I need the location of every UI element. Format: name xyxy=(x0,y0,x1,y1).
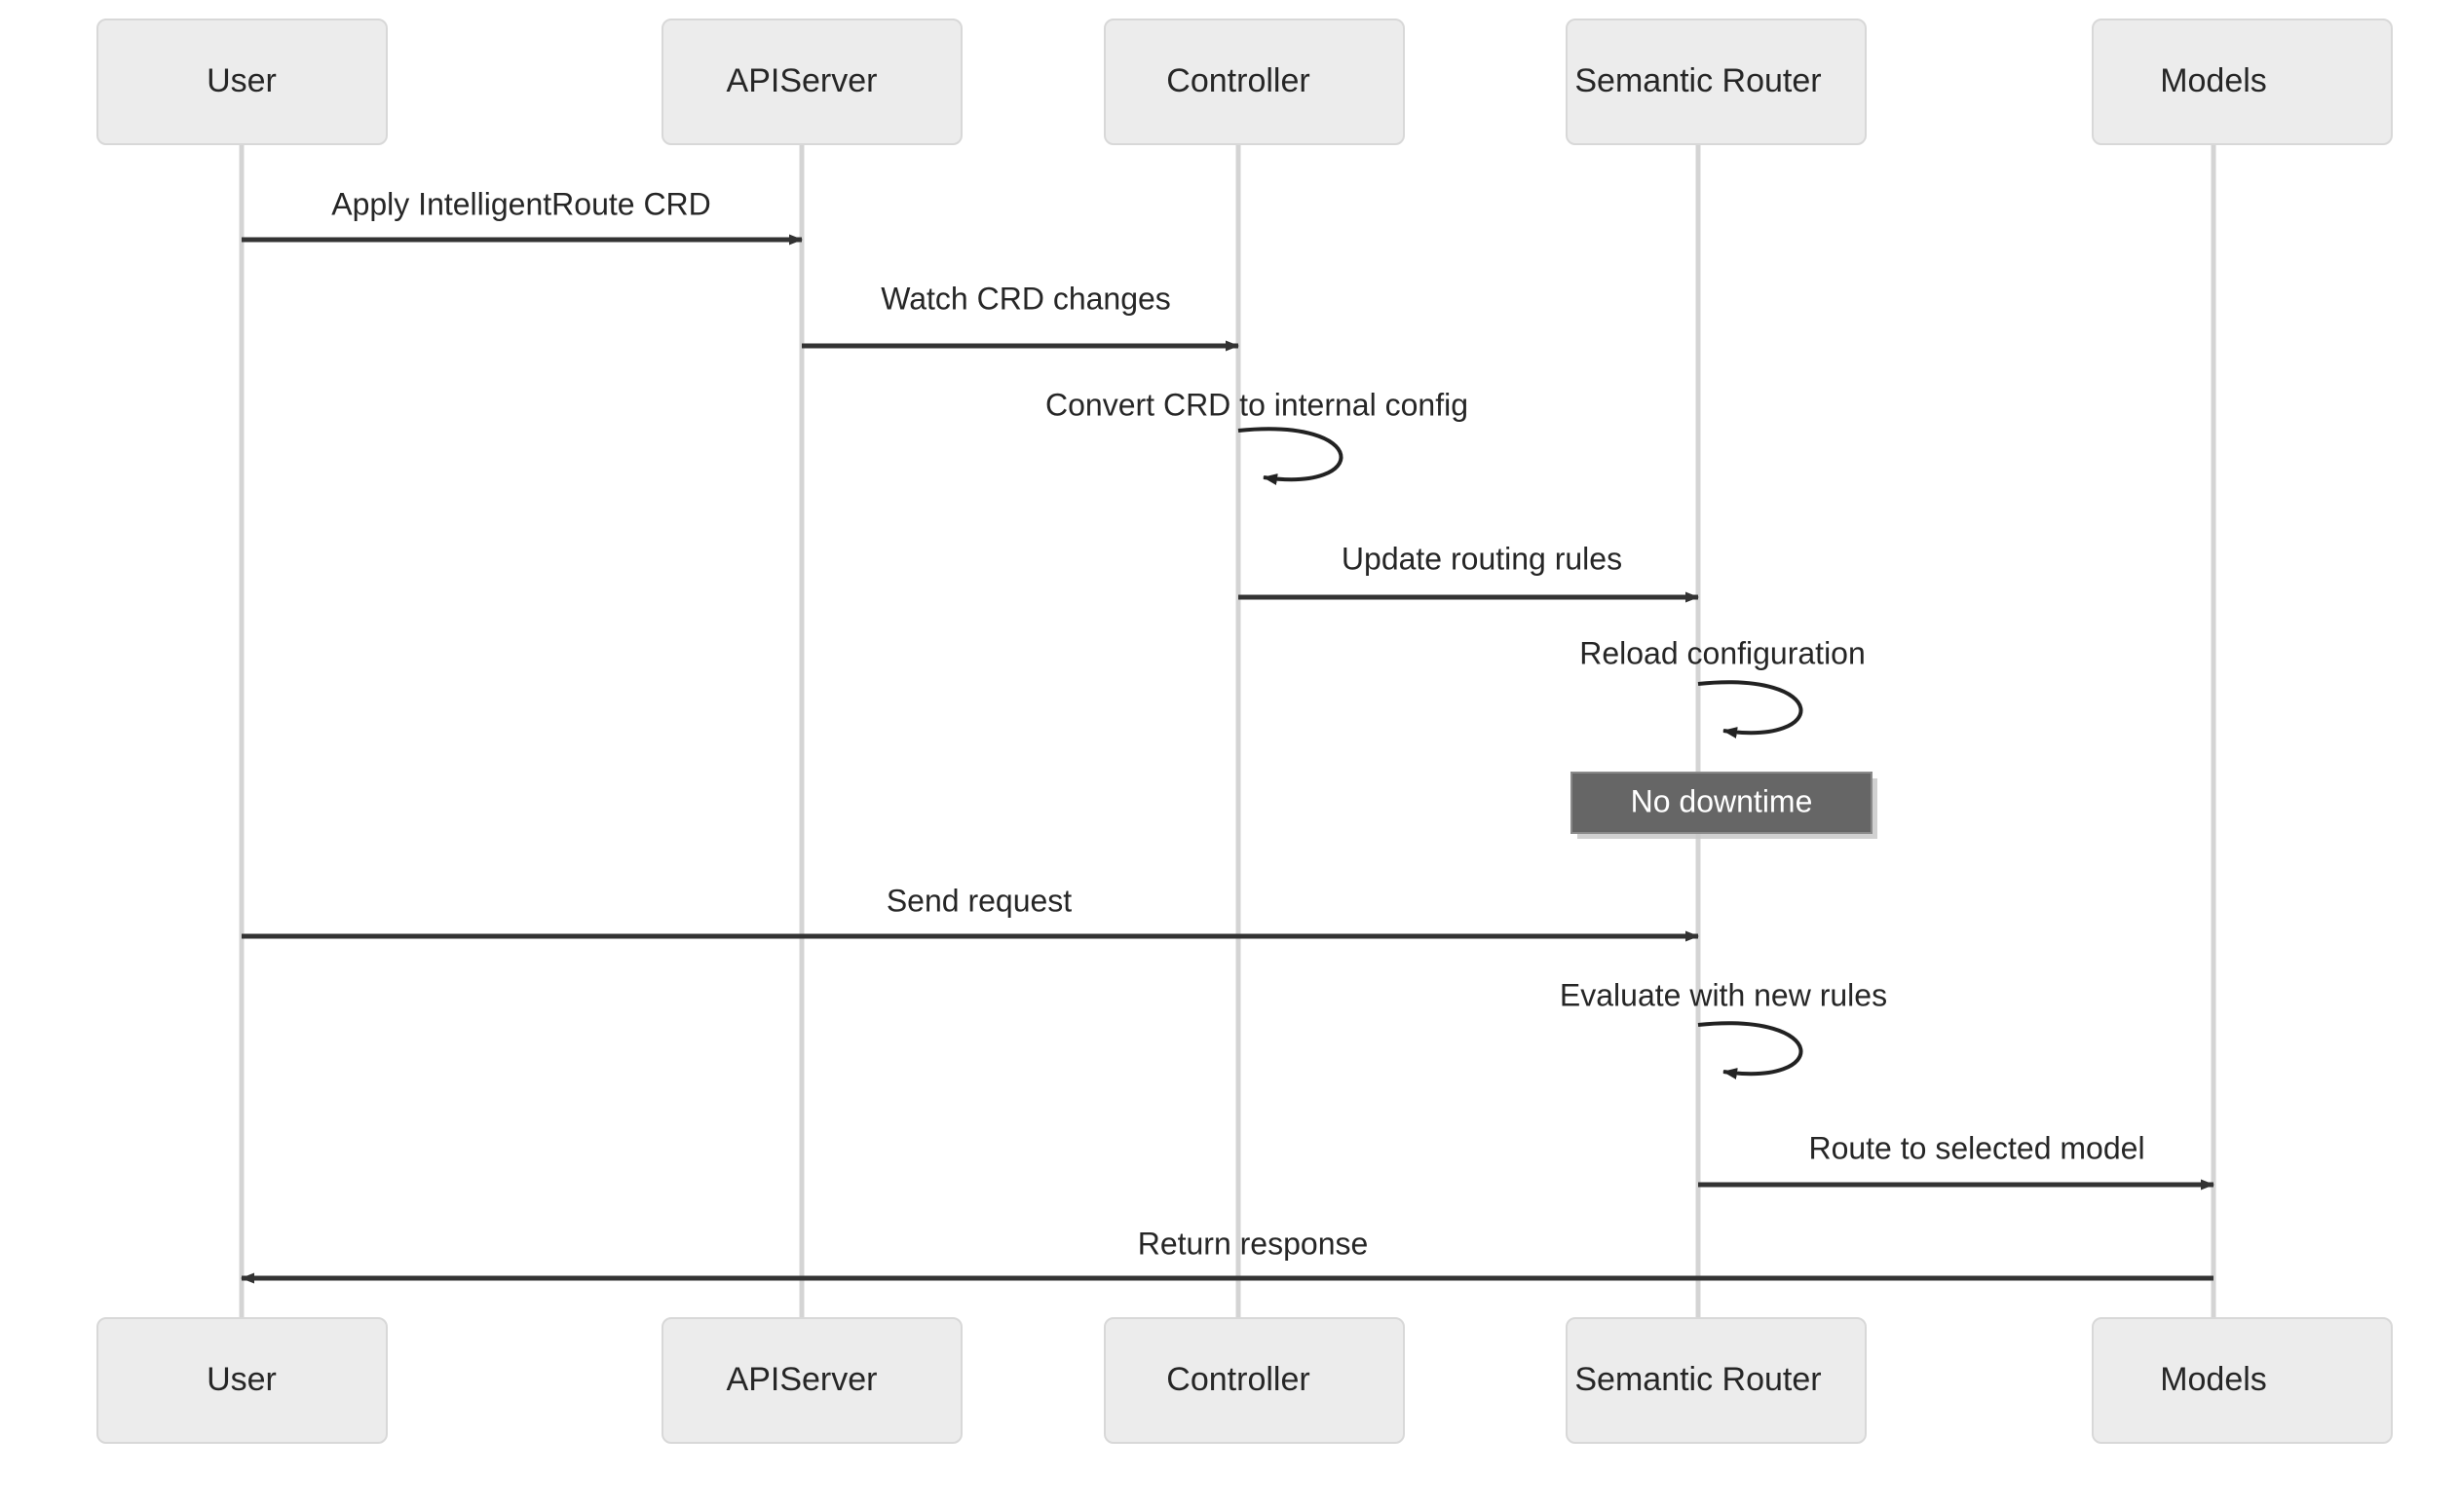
message-m1[interactable]: Apply IntelligentRoute CRD xyxy=(242,186,803,246)
message-label: Convert CRD to internal config xyxy=(1045,387,1468,422)
message-label: Apply IntelligentRoute CRD xyxy=(331,186,711,221)
participant-apiserver-top[interactable]: APIServer xyxy=(662,19,963,145)
message-m3[interactable]: Convert CRD to internal config xyxy=(1045,387,1468,485)
participant-models-bottom[interactable]: Models xyxy=(2092,1317,2393,1444)
participants-top-layer: User APIServer Controller Semantic Router Mo… xyxy=(96,19,2393,145)
message-m2[interactable]: Watch CRD changes xyxy=(802,281,1239,352)
notes-layer: No downtime xyxy=(1570,772,1877,839)
messages-layer: Apply IntelligentRoute CRD Watch CRD chan… xyxy=(241,186,2214,1284)
note-box xyxy=(1570,772,1873,834)
message-label: Route to selected model xyxy=(1808,1130,2144,1165)
note-n1[interactable]: No downtime xyxy=(1570,772,1877,839)
note-label: No downtime xyxy=(1631,783,1813,818)
message-label: Watch CRD changes xyxy=(881,281,1171,316)
message-m9[interactable]: Return response xyxy=(241,1226,2213,1284)
participant-box xyxy=(96,1317,388,1444)
participant-controller-top[interactable]: Controller xyxy=(1104,19,1405,145)
participant-label: Semantic Router xyxy=(1574,62,1821,99)
participant-router-top[interactable]: Semantic Router xyxy=(1566,19,1867,145)
participant-box xyxy=(662,19,963,145)
participant-user-bottom[interactable]: User xyxy=(96,1317,388,1444)
message-label: Send request xyxy=(887,883,1072,918)
participant-box xyxy=(96,19,388,145)
participant-router-bottom[interactable]: Semantic Router xyxy=(1566,1317,1867,1444)
participant-label: APIServer xyxy=(727,62,878,99)
message-m6[interactable]: Send request xyxy=(242,883,1699,942)
message-label: Reload configuration xyxy=(1579,635,1866,670)
participant-label: Controller xyxy=(1166,62,1309,99)
participant-box xyxy=(1104,19,1405,145)
participant-apiserver-bottom[interactable]: APIServer xyxy=(662,1317,963,1444)
participant-label: Models xyxy=(2160,62,2267,99)
participant-box xyxy=(1566,1317,1867,1444)
participant-box xyxy=(2092,19,2393,145)
participant-label: Models xyxy=(2160,1361,2267,1398)
message-m7[interactable]: Evaluate with new rules xyxy=(1560,977,1887,1079)
self-loop-arrow xyxy=(1237,427,1343,485)
participant-box xyxy=(2092,1317,2393,1444)
self-loop-arrow xyxy=(1697,1021,1803,1079)
participant-label: Controller xyxy=(1166,1361,1309,1398)
participant-box xyxy=(1566,19,1867,145)
participant-user-top[interactable]: User xyxy=(96,19,388,145)
participant-label: User xyxy=(207,62,277,99)
message-label: Evaluate with new rules xyxy=(1560,977,1887,1012)
participant-box xyxy=(662,1317,963,1444)
message-m4[interactable]: Update routing rules xyxy=(1238,541,1699,603)
message-m8[interactable]: Route to selected model xyxy=(1698,1130,2214,1191)
participant-label: Semantic Router xyxy=(1574,1361,1821,1398)
message-label: Update routing rules xyxy=(1342,541,1622,576)
participant-controller-bottom[interactable]: Controller xyxy=(1104,1317,1405,1444)
participant-box xyxy=(1104,1317,1405,1444)
participant-label: User xyxy=(207,1361,277,1398)
message-label: Return response xyxy=(1138,1226,1369,1261)
self-loop-arrow xyxy=(1697,680,1803,738)
lifelines-layer xyxy=(239,144,2216,1318)
participants-bottom-layer: User APIServer Controller Semantic Router Mo… xyxy=(96,1317,2393,1444)
message-m5[interactable]: Reload configuration xyxy=(1579,635,1866,738)
participant-label: APIServer xyxy=(727,1361,878,1398)
participant-models-top[interactable]: Models xyxy=(2092,19,2393,145)
